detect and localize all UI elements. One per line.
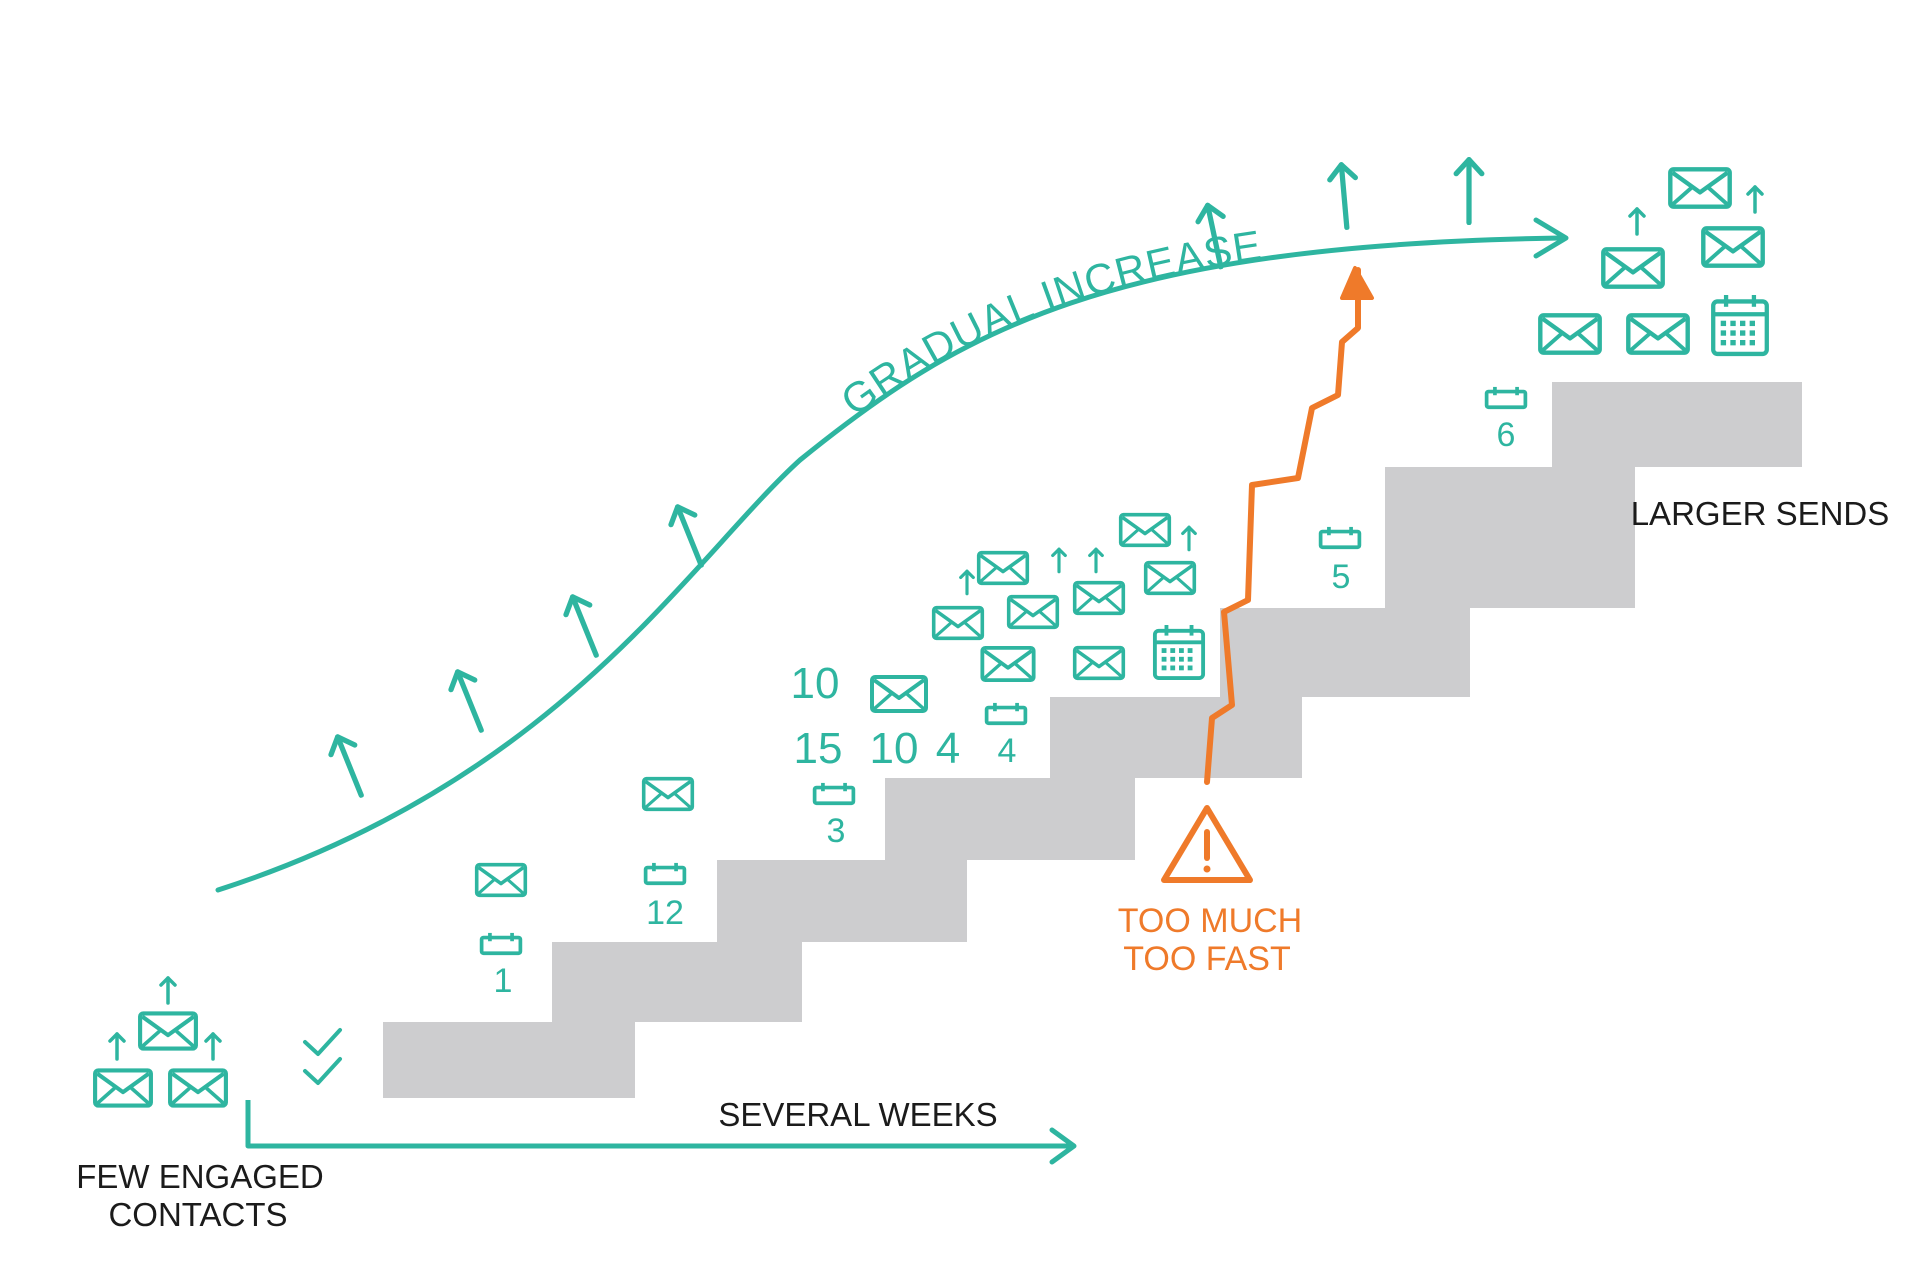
envelope-icon [870,675,928,713]
arrow-up-icon [1628,207,1646,236]
growth-arrows [326,160,1482,800]
curve-label: GRADUAL INCREASE [832,221,1265,425]
day-number: 4 [998,732,1017,770]
calendar-icon [479,932,523,956]
step-day-4: 4 [931,512,1206,770]
day-number: 5 [1332,558,1351,596]
calendar-icon [1484,386,1528,410]
warning-label-line2: TOO FAST [1123,940,1291,978]
arrow-up-icon [1181,525,1197,552]
stair-step [1050,697,1302,778]
warning-triangle-icon [1161,805,1253,883]
arrow-up-icon [108,1032,126,1061]
envelope-icon [1703,228,1762,265]
arrow-up-icon [204,1032,222,1061]
calendar-icon [1318,526,1362,550]
arrow-up-icon [1088,547,1104,574]
start-label-line2: CONTACTS [108,1196,287,1233]
curve-arrowhead [1533,217,1569,259]
envelope-icon [1628,315,1687,352]
calendar-icon [643,862,687,886]
day-number: 1 [494,962,513,1000]
end-label: LARGER SENDS [1631,495,1890,532]
count-number: 15 [794,724,843,773]
stair-step [383,1022,635,1098]
arrow-up-icon [959,569,975,596]
envelope-icon [170,1070,226,1105]
arrow-up-icon [326,732,373,800]
envelope-icon [641,776,695,812]
envelope-icon [976,550,1030,586]
arrow-up-icon [159,976,177,1005]
arrow-up-icon [446,667,493,735]
step-day-5: 5 [1318,526,1362,596]
count-number: 10 [870,724,919,773]
calendar-icon [1152,623,1206,681]
envelope-icon [1006,594,1060,630]
stair-step [885,778,1135,860]
staircase [383,382,1802,1098]
day-number: 12 [646,894,684,932]
envelope-icon [140,1013,196,1048]
calendar-icon [984,702,1028,726]
arrow-up-icon [1746,185,1764,214]
zigzag-arrowhead [1340,266,1374,300]
stair-step [1552,382,1802,467]
arrow-up-icon [1329,164,1360,229]
envelope-icon [1072,580,1126,616]
timeline-label: SEVERAL WEEKS [718,1096,997,1133]
warning-label-line1: TOO MUCH [1118,902,1302,940]
count-number: 4 [936,724,960,773]
day-number: 3 [827,812,846,850]
envelope-icon [1072,645,1126,681]
step-day-6: 6 [1484,386,1528,454]
start-label-line1: FEW ENGAGED [76,1158,324,1195]
calendar-icon [1713,295,1767,354]
envelope-icon [474,862,528,898]
arrow-up-icon [1051,547,1067,574]
arrow-up-icon [561,592,608,660]
envelope-icon [1143,560,1197,596]
envelope-icon [931,605,985,641]
count-number: 10 [791,659,840,708]
stair-step [717,860,967,942]
envelope-icon [1603,249,1662,286]
step-day-1: 1 [474,862,528,1000]
step-day-3: 10 15 10 4 3 [791,659,961,850]
envelope-icon [980,645,1036,683]
too-fast-path [1204,266,1374,785]
day-number: 6 [1497,416,1516,454]
stair-step [1385,467,1635,608]
check-icon [303,1028,342,1085]
envelope-icon [95,1070,151,1105]
calendar-icon [812,782,856,806]
stair-step [552,942,802,1022]
envelope-icon [1540,315,1599,352]
envelope-icon [1670,169,1729,206]
step-day-12: 12 [641,776,695,932]
start-contacts-group [95,976,226,1106]
arrow-up-icon [1456,160,1482,223]
timeline-axis [245,1100,1077,1165]
envelope-icon [1118,512,1172,548]
stair-step [1220,608,1470,697]
end-sends-group [1540,169,1766,354]
